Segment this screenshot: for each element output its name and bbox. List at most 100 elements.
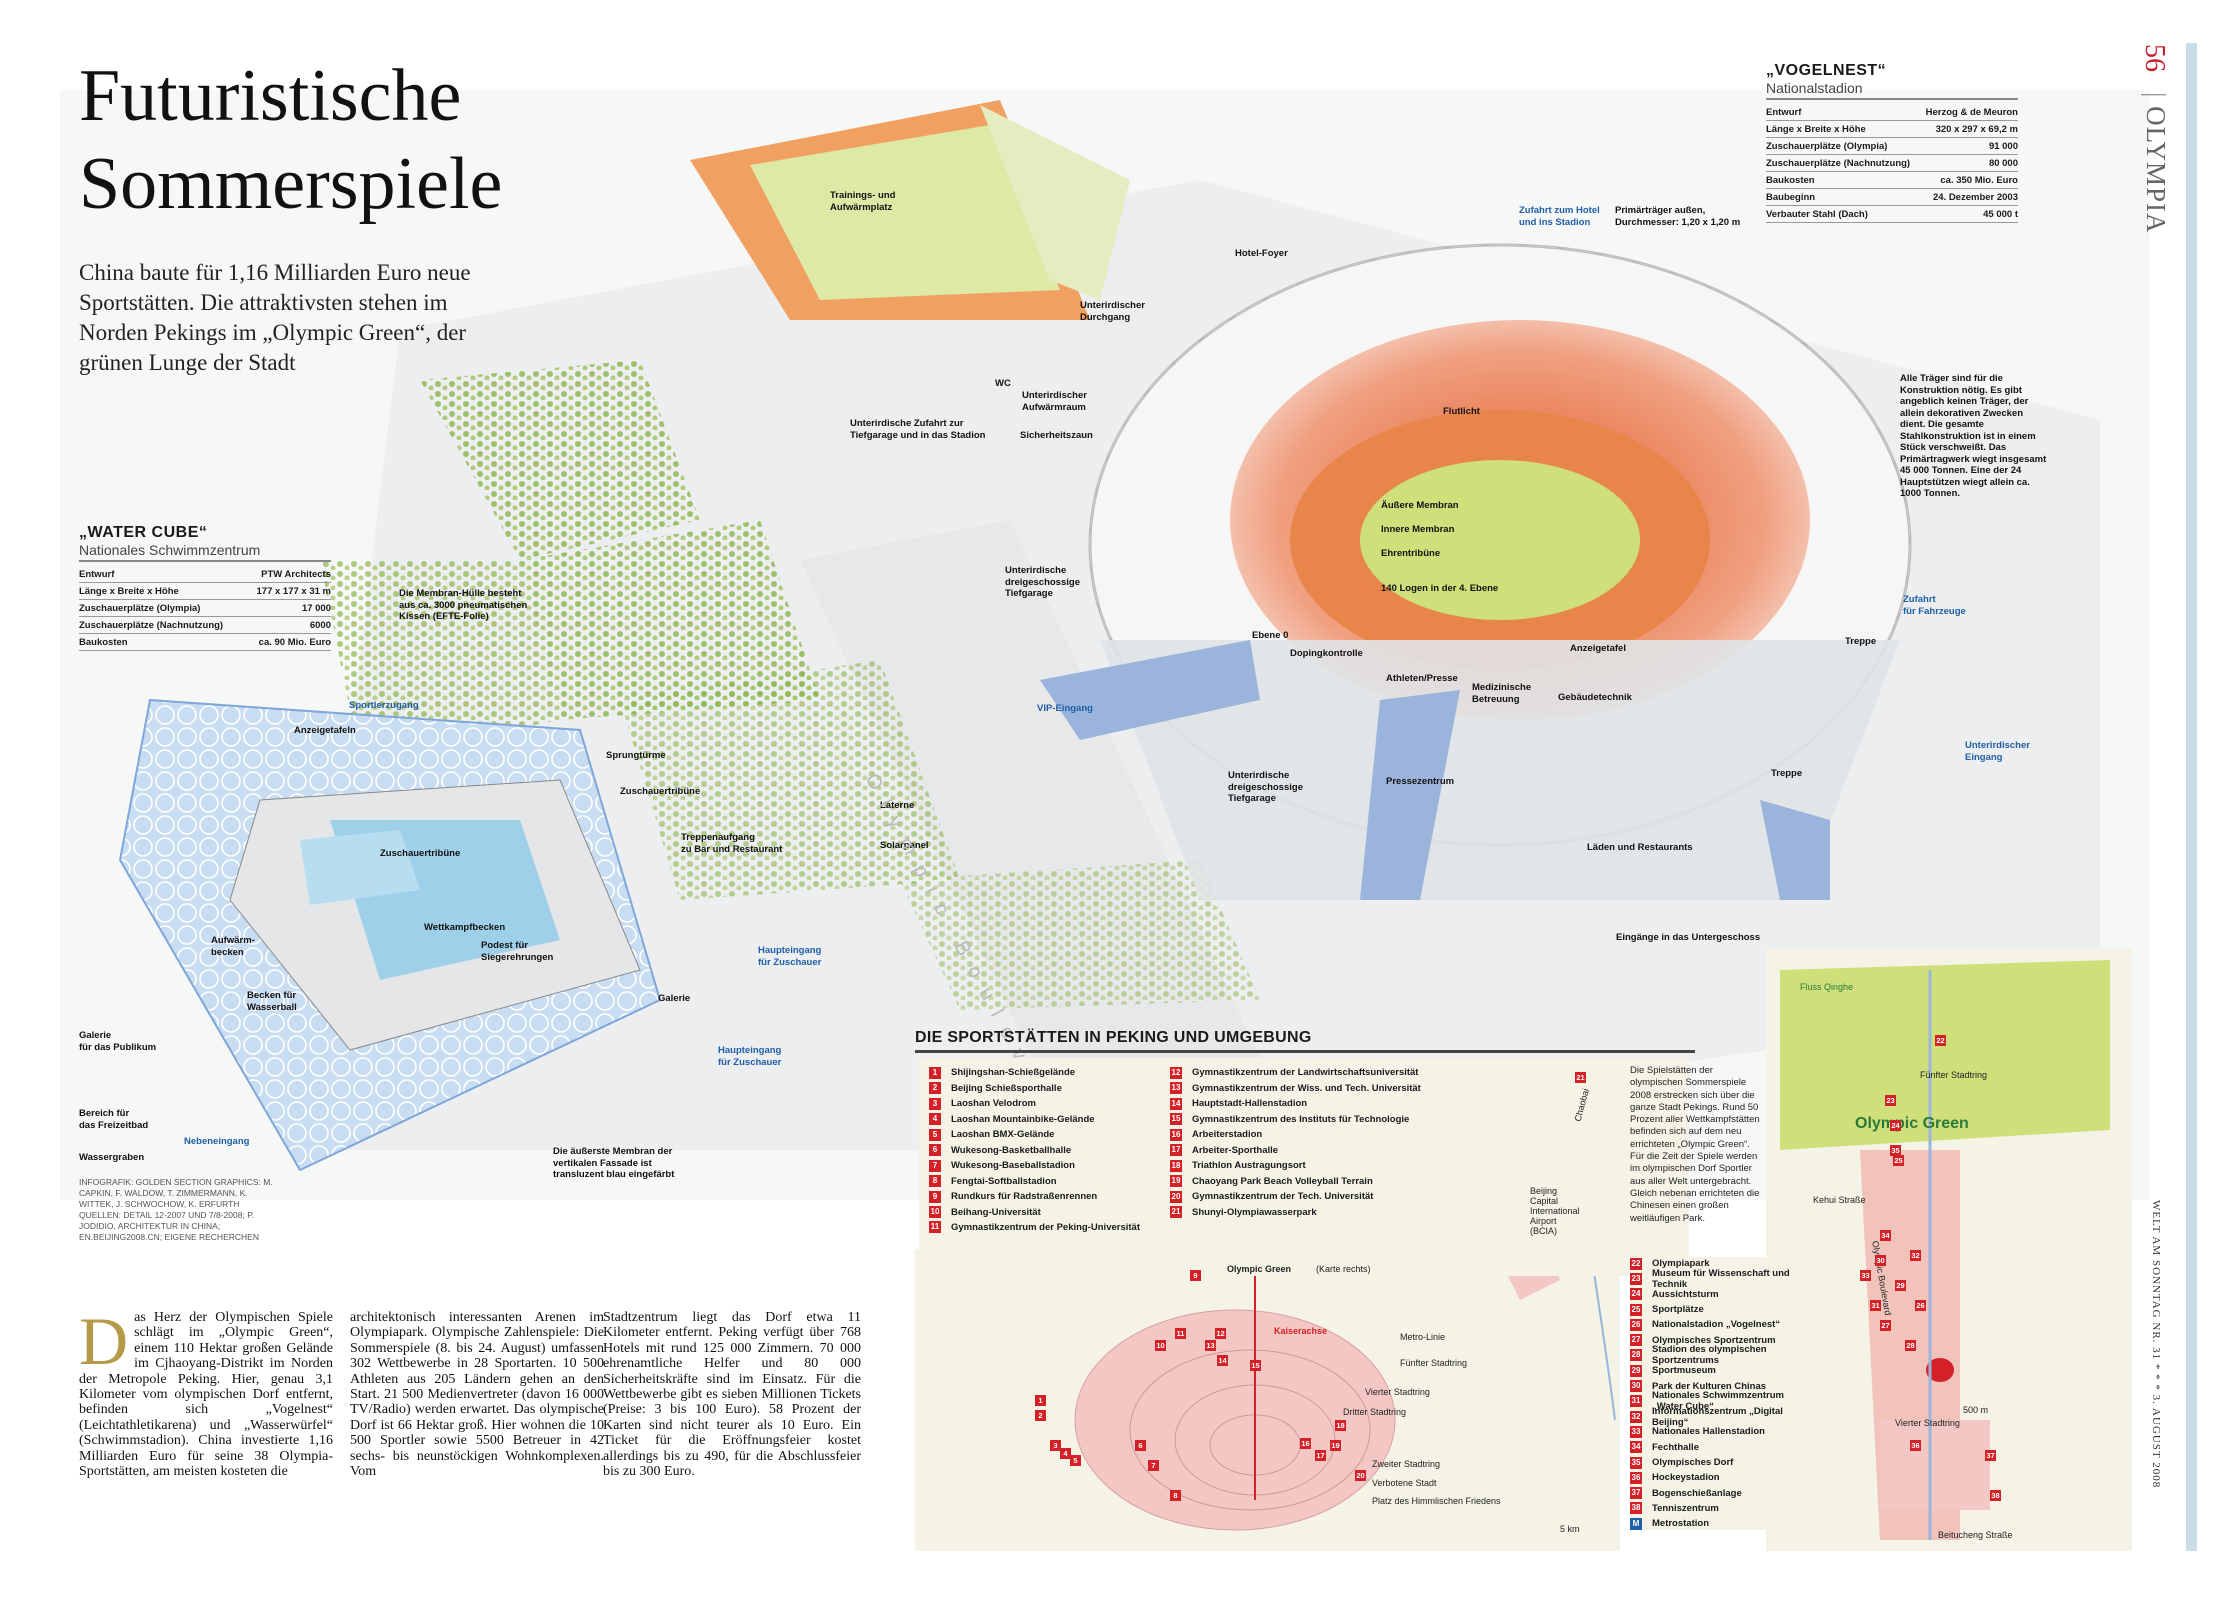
label-zufahrt-hotel: Zufahrt zum Hotel und ins Stadion [1519, 205, 1600, 228]
legend-label: Tenniszentrum [1652, 1502, 1719, 1514]
fact-value: 91 000 [1988, 141, 2018, 152]
legend-label: Aussichtsturm [1652, 1288, 1719, 1300]
fact-value: PTW Architects [261, 569, 331, 580]
label-pressezentrum: Pressezentrum [1386, 776, 1455, 787]
marker-number: 6 [929, 1144, 941, 1157]
watercube-factbox: „WATER CUBE“ Nationales Schwimmzentrum E… [79, 524, 331, 651]
label-haupteingang2: Haupteingang für Zuschauer [718, 1045, 782, 1068]
map-marker: 28 [1905, 1340, 1916, 1351]
map-marker: 10 [1155, 1340, 1166, 1351]
legend-label: Wukesong-Basketballhalle [951, 1144, 1072, 1156]
fact-value: 45 000 t [1983, 209, 2018, 220]
fact-value: 24. Dezember 2003 [1932, 192, 2018, 203]
legend-label: Olympisches Dorf [1652, 1457, 1734, 1468]
label-solarpanel: Solarpanel [880, 840, 929, 851]
map-label-green-scale: 500 m [1963, 1405, 1989, 1415]
map-marker: 7 [1148, 1460, 1159, 1471]
fact-value: 6000 [309, 620, 331, 631]
map-marker: 37 [1985, 1450, 1996, 1461]
map-marker: 32 [1910, 1250, 1921, 1261]
label-freizeitbad: Bereich für das Freizeitbad [79, 1108, 149, 1131]
map-marker: 23 [1885, 1095, 1896, 1106]
beijing-map [915, 948, 2132, 1551]
fact-key: Zuschauerplätze (Nachnutzung) [1766, 158, 1911, 169]
label-doping: Dopingkontrolle [1290, 648, 1363, 659]
label-laterne: Laterne [880, 800, 915, 811]
fact-value: 80 000 [1988, 158, 2018, 169]
marker-number: 14 [1170, 1097, 1182, 1110]
legend-label: Arbeiter-Sporthalle [1192, 1144, 1279, 1156]
map-label-olympic-green: Olympic Green [1227, 1264, 1292, 1274]
fact-key: Entwurf [79, 569, 115, 580]
marker-number: 5 [929, 1128, 941, 1141]
fact-row: Zuschauerplätze (Olympia)91 000 [1766, 138, 2018, 155]
label-durchgang: Unterirdischer Durchgang [1080, 300, 1145, 323]
label-eingaenge-ug: Eingänge in das Untergeschoss [1616, 932, 1761, 943]
map-heading: DIE SPORTSTÄTTEN IN PEKING UND UMGEBUNG [915, 1029, 1695, 1053]
map-marker: 2 [1035, 1410, 1046, 1421]
label-fassade: Die äußerste Membran der vertikalen Fass… [553, 1146, 675, 1180]
map-description: Die Spielstätten der olympischen Sommers… [1630, 1065, 1760, 1224]
map-marker: 15 [1250, 1360, 1261, 1371]
label-membran-huelle: Die Membran-Hülle besteht aus ca. 3000 p… [399, 588, 528, 622]
marker-number: 2 [929, 1082, 941, 1095]
fact-row: Zuschauerplätze (Nachnutzung) 80 000 [1766, 155, 2018, 172]
fact-row: Zuschauerplätze (Nachnutzung) 6000 [79, 617, 331, 634]
map-marker: 36 [1910, 1440, 1921, 1451]
newspaper-info: WELT AM SONNTAG NR. 31 * * * 3. AUGUST 2… [2150, 1200, 2162, 1489]
marker-number: 28 [1630, 1349, 1642, 1362]
map-marker: 27 [1880, 1320, 1891, 1331]
fact-key: Baubeginn [1766, 192, 1816, 203]
marker-number: 32 [1630, 1410, 1642, 1423]
map-label-green-river: Fluss Qinghe [1800, 982, 1854, 992]
map-label-green-ring4: Vierter Stadtring [1895, 1418, 1960, 1428]
map-label-ring4: Vierter Stadtring [1365, 1387, 1430, 1397]
fact-key: Zuschauerplätze (Olympia) [79, 603, 201, 614]
legend-label: Museum für Wissenschaft und Technik [1652, 1267, 1790, 1290]
label-treppenaufgang: Treppenaufgang zu Bar und Restaurant [681, 832, 783, 855]
label-galerie-publikum: Galerie für das Publikum [79, 1030, 157, 1053]
marker-number: 1 [929, 1066, 941, 1079]
map-label-platz: Platz des Himmlischen Friedens [1372, 1496, 1501, 1506]
legend-label: Rundkurs für Radstraßenrennen [951, 1191, 1098, 1203]
marker-number: 37 [1630, 1487, 1642, 1500]
label-tiefgarage1: Unterirdische dreigeschossige Tiefgarage [1005, 565, 1080, 599]
marker-number: 27 [1630, 1334, 1642, 1347]
fact-key: Verbauter Stahl (Dach) [1766, 209, 1868, 220]
label-anzeigetafeln: Anzeigetafeln [294, 725, 356, 736]
map-label-beitucheng: Beitucheng Straße [1938, 1530, 2013, 1540]
map-marker: 9 [1190, 1270, 1201, 1281]
label-training: Trainings- und Aufwärmplatz [830, 190, 896, 213]
marker-number: 21 [1170, 1206, 1182, 1218]
label-zuschauertribuene2: Zuschauertribüne [380, 848, 461, 859]
label-aeussere-membran: Äußere Membran [1381, 500, 1459, 511]
map-label-ring2: Zweiter Stadtring [1372, 1459, 1441, 1469]
fact-key: Zuschauerplätze (Nachnutzung) [79, 620, 224, 631]
label-zufahrt-tiefgarage: Unterirdische Zufahrt zur Tiefgarage und… [850, 418, 986, 441]
label-logen: 140 Logen in der 4. Ebene [1381, 583, 1499, 594]
label-gebaeudetechnik: Gebäudetechnik [1558, 692, 1632, 703]
legend-label: Chaoyang Park Beach Volleyball Terrain [1192, 1175, 1373, 1187]
map-marker: 17 [1315, 1450, 1326, 1461]
marker-number: 8 [929, 1175, 941, 1188]
legend-label: Sportmuseum [1652, 1365, 1716, 1377]
